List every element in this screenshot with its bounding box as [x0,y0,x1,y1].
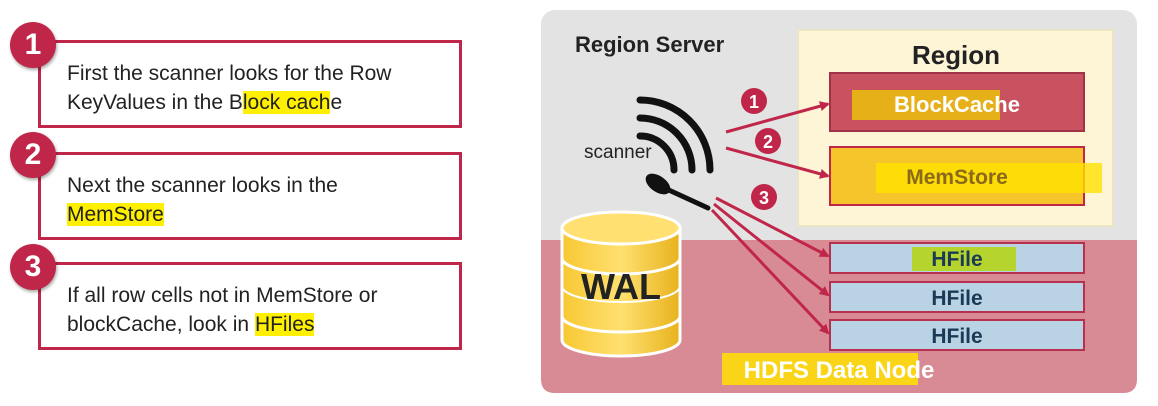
memstore-highlight [876,163,1102,193]
step-1-highlight: lock cach [242,91,331,114]
arrow-badge-2 [755,128,781,154]
hfile-1-label: HFile [931,248,982,271]
arrow-badge-1-number: 1 [749,92,759,112]
hfile-1-highlight [912,247,1016,271]
hfile-3-label: HFile [931,325,982,348]
step-3-box: If all row cells not in MemStore or bloc… [38,262,462,350]
region-server-label: Region Server [575,32,725,57]
step-3-text: If all row cells not in MemStore or bloc… [67,284,378,336]
scanner-label: scanner [584,142,652,163]
arrow-to-hfile-3 [710,208,830,335]
memstore-label: MemStore [906,166,1008,189]
region-label: Region [912,40,1000,70]
hdfs-data-node-area [541,240,1137,393]
step-1-text: First the scanner looks for the Row KeyV… [67,62,392,114]
hfile-2-label: HFile [931,287,982,310]
hfile-3-box [829,319,1085,351]
blockcache-label: BlockCache [894,92,1020,117]
hdfs-data-node-label: HDFS Data Node [744,357,935,384]
arrow-to-blockcache [725,101,830,134]
arrow-to-memstore [725,146,830,179]
wal-label: WAL [581,266,661,307]
step-2-badge: 2 [10,132,56,178]
hfile-2-box [829,281,1085,313]
step-2-highlight: MemStore [67,203,164,226]
scanner-icon [636,96,714,211]
blockcache-highlight [852,90,1000,120]
step-1-badge: 1 [10,22,56,68]
step-2-text: Next the scanner looks in the MemStore [67,174,338,226]
arrow-to-hfile-2 [713,202,830,297]
hdfs-label-highlight [722,353,918,385]
arrow-badge-1 [741,88,767,114]
scanner-arrows [710,101,830,335]
arrow-to-hfile-1 [715,196,830,258]
arrow-badge-3 [751,184,777,210]
step-3-highlight: HFiles [254,313,315,336]
step-1-box: First the scanner looks for the Row KeyV… [38,40,462,128]
wal-cylinder-icon [560,210,682,358]
arrow-badge-2-number: 2 [763,132,773,152]
step-2-box: Next the scanner looks in the MemStore [38,152,462,240]
arrow-badge-3-number: 3 [759,188,769,208]
step-3-badge: 3 [10,244,56,290]
